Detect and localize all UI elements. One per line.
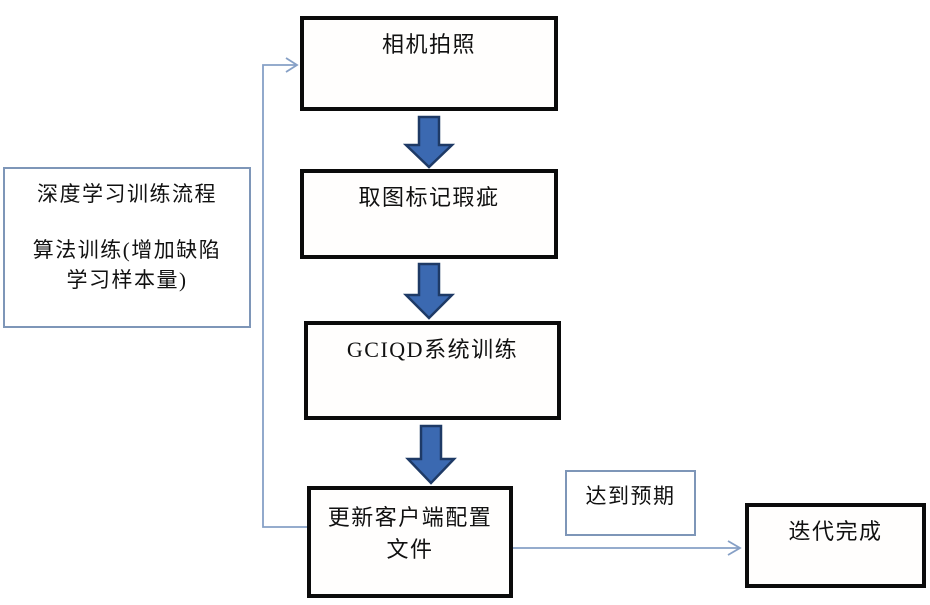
side-note-line3: 学习样本量) — [66, 268, 188, 292]
node-iteration-done: 迭代完成 — [745, 503, 926, 588]
node-update-config-label-line1: 更新客户端配置 — [327, 505, 493, 530]
done-connector — [513, 540, 742, 556]
node-iteration-done-label: 迭代完成 — [788, 519, 883, 544]
node-system-training: GCIQD系统训练 — [304, 321, 561, 420]
node-update-config: 更新客户端配置 文件 — [307, 486, 513, 598]
side-note-spacer — [5, 209, 249, 235]
block-arrow-down-3 — [405, 424, 457, 485]
block-arrow-down-1 — [402, 115, 456, 169]
node-system-training-label: GCIQD系统训练 — [346, 337, 519, 362]
node-mark-defects: 取图标记瑕疵 — [300, 169, 558, 259]
side-note-box: 深度学习训练流程 算法训练(增加缺陷 学习样本量) — [3, 167, 251, 328]
node-camera: 相机拍照 — [300, 16, 558, 111]
node-update-config-label-line2: 文件 — [386, 536, 434, 562]
loopback-connector — [262, 57, 307, 528]
expectation-label: 达到预期 — [585, 484, 676, 508]
block-arrow-down-2 — [402, 262, 456, 320]
side-note-line1: 深度学习训练流程 — [37, 182, 217, 206]
node-camera-label: 相机拍照 — [381, 32, 476, 57]
node-mark-defects-label: 取图标记瑕疵 — [358, 185, 500, 210]
side-note-line2: 算法训练(增加缺陷 — [32, 238, 222, 262]
expectation-label-box: 达到预期 — [565, 470, 696, 536]
